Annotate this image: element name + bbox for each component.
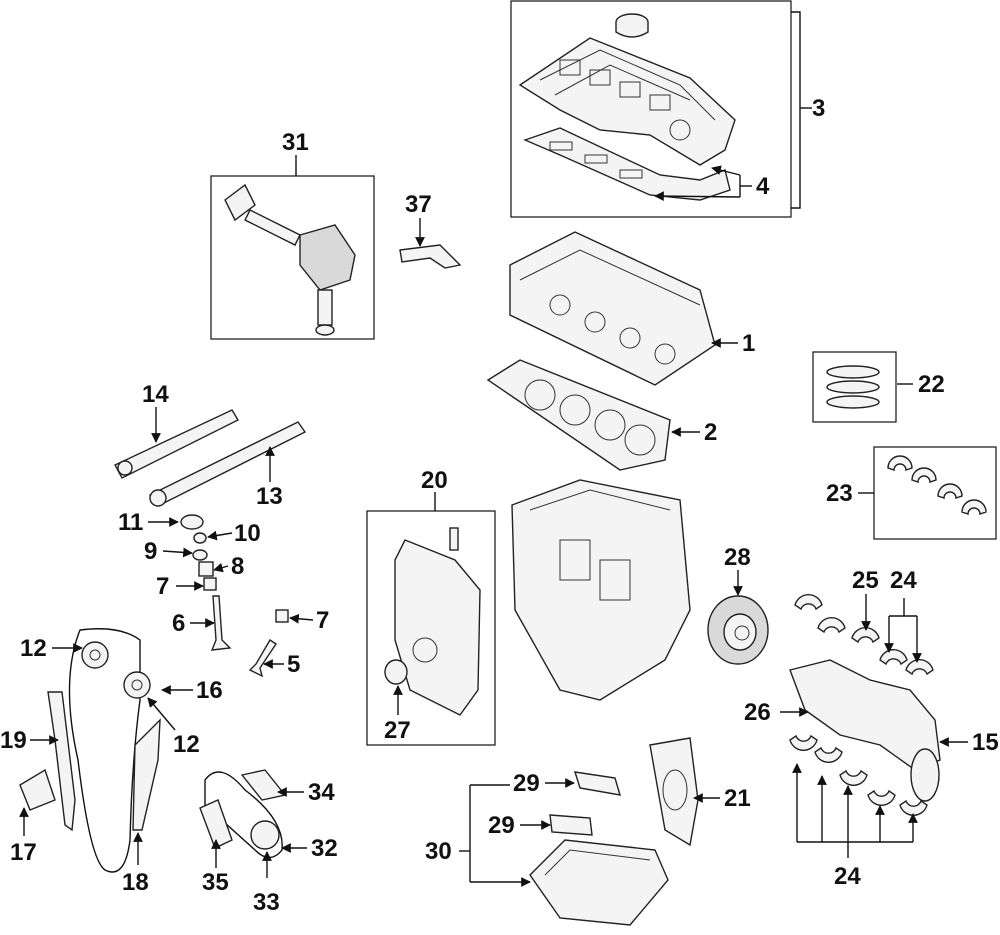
valve-keeper bbox=[193, 532, 207, 544]
valve-spring-retainer bbox=[192, 549, 208, 561]
callout-34: 34 bbox=[308, 779, 335, 806]
leader-lines bbox=[19, 11, 968, 887]
tensioner-arm bbox=[132, 718, 161, 831]
callout-27: 27 bbox=[384, 717, 411, 744]
timing-chain bbox=[68, 628, 141, 873]
timing-cover bbox=[394, 527, 481, 716]
valve-seal-2 bbox=[275, 609, 289, 623]
engine-block bbox=[511, 479, 691, 701]
callout-18: 18 bbox=[122, 869, 149, 896]
callout-16: 16 bbox=[196, 677, 223, 704]
oil-pump-sprocket bbox=[250, 820, 280, 850]
main-bearing-lower-5 bbox=[899, 799, 928, 816]
valve-seal bbox=[203, 577, 217, 591]
callout-21: 21 bbox=[724, 785, 751, 812]
con-rod-bearings bbox=[887, 455, 987, 515]
callout-13: 13 bbox=[256, 483, 283, 510]
intake-valve bbox=[210, 595, 232, 651]
cylinder-head bbox=[509, 231, 716, 386]
main-bearing-upper-4 bbox=[905, 659, 934, 676]
callout-23: 23 bbox=[826, 480, 853, 507]
callout-7a: 7 bbox=[156, 573, 169, 600]
oil-pan bbox=[529, 839, 669, 926]
main-bearing-lower-2 bbox=[814, 746, 843, 763]
callout-30: 30 bbox=[425, 838, 452, 865]
callout-1: 1 bbox=[742, 330, 755, 357]
valve-cover-box bbox=[510, 0, 792, 218]
main-bearing-upper-1 bbox=[794, 594, 823, 611]
piston-rings bbox=[826, 365, 880, 409]
callout-14: 14 bbox=[142, 381, 169, 408]
valve-lifter bbox=[180, 514, 204, 530]
oil-pan-baffle-upper bbox=[573, 771, 621, 796]
oil-pump-chain-guide bbox=[240, 769, 287, 801]
callout-29a: 29 bbox=[513, 770, 540, 797]
intake-camshaft bbox=[114, 409, 239, 479]
callout-6: 6 bbox=[172, 610, 185, 637]
callout-24b: 24 bbox=[834, 863, 861, 890]
callout-33: 33 bbox=[253, 889, 280, 916]
timing-cover-box bbox=[366, 510, 496, 746]
oil-pan-baffle-lower bbox=[549, 814, 593, 836]
callout-32: 32 bbox=[311, 835, 338, 862]
callout-35: 35 bbox=[202, 869, 229, 896]
callout-12a: 12 bbox=[20, 635, 47, 662]
chain-tensioner bbox=[19, 768, 56, 811]
main-bearing-lower-1 bbox=[789, 734, 818, 751]
callout-24a: 24 bbox=[890, 567, 917, 594]
oil-pump-tensioner bbox=[199, 799, 233, 849]
cam-sprocket-intake bbox=[81, 641, 109, 669]
valve-cover bbox=[518, 37, 736, 166]
callout-19: 19 bbox=[0, 727, 27, 754]
callout-28: 28 bbox=[724, 544, 751, 571]
callout-3: 3 bbox=[812, 95, 825, 122]
crankshaft-pulley bbox=[707, 595, 769, 665]
callout-37: 37 bbox=[405, 191, 432, 218]
callout-15: 15 bbox=[972, 729, 999, 756]
oil-control-valve-box bbox=[210, 175, 375, 340]
main-bearing-upper-3 bbox=[879, 649, 908, 666]
callout-29b: 29 bbox=[488, 812, 515, 839]
callout-7b: 7 bbox=[316, 607, 329, 634]
callout-labels: 3 4 1 2 22 23 31 37 14 13 11 10 9 8 7 6 … bbox=[0, 95, 999, 916]
exhaust-valve bbox=[248, 639, 277, 678]
rear-main-seal-housing bbox=[649, 737, 699, 847]
thrust-bearing bbox=[851, 627, 880, 644]
main-bearing-upper-2 bbox=[817, 617, 846, 634]
callout-17: 17 bbox=[10, 839, 37, 866]
callout-8: 8 bbox=[231, 553, 244, 580]
valve-cover-gasket bbox=[523, 127, 731, 201]
valve-spring bbox=[198, 561, 214, 577]
callout-5: 5 bbox=[287, 651, 300, 678]
callout-22: 22 bbox=[918, 371, 945, 398]
cam-sprocket-exhaust bbox=[123, 671, 151, 699]
piston-rings-box bbox=[812, 351, 897, 423]
callout-20: 20 bbox=[421, 467, 448, 494]
front-oil-seal bbox=[384, 659, 408, 685]
callout-2: 2 bbox=[704, 419, 717, 446]
main-bearing-lower-4 bbox=[867, 789, 896, 806]
main-bearing-lower-3 bbox=[839, 769, 868, 786]
callout-11: 11 bbox=[118, 509, 143, 536]
callout-4: 4 bbox=[756, 173, 770, 200]
callout-26: 26 bbox=[744, 699, 771, 726]
sensor bbox=[399, 244, 462, 269]
exhaust-camshaft bbox=[148, 421, 307, 507]
head-gasket bbox=[486, 359, 671, 471]
crankshaft bbox=[789, 659, 941, 802]
callout-12b: 12 bbox=[173, 731, 200, 758]
oil-filler-cap bbox=[615, 13, 649, 38]
callout-9: 9 bbox=[144, 538, 157, 565]
oil-control-valve bbox=[224, 183, 356, 336]
callout-10: 10 bbox=[234, 520, 261, 547]
callout-25: 25 bbox=[852, 567, 879, 594]
callout-31: 31 bbox=[282, 129, 309, 156]
